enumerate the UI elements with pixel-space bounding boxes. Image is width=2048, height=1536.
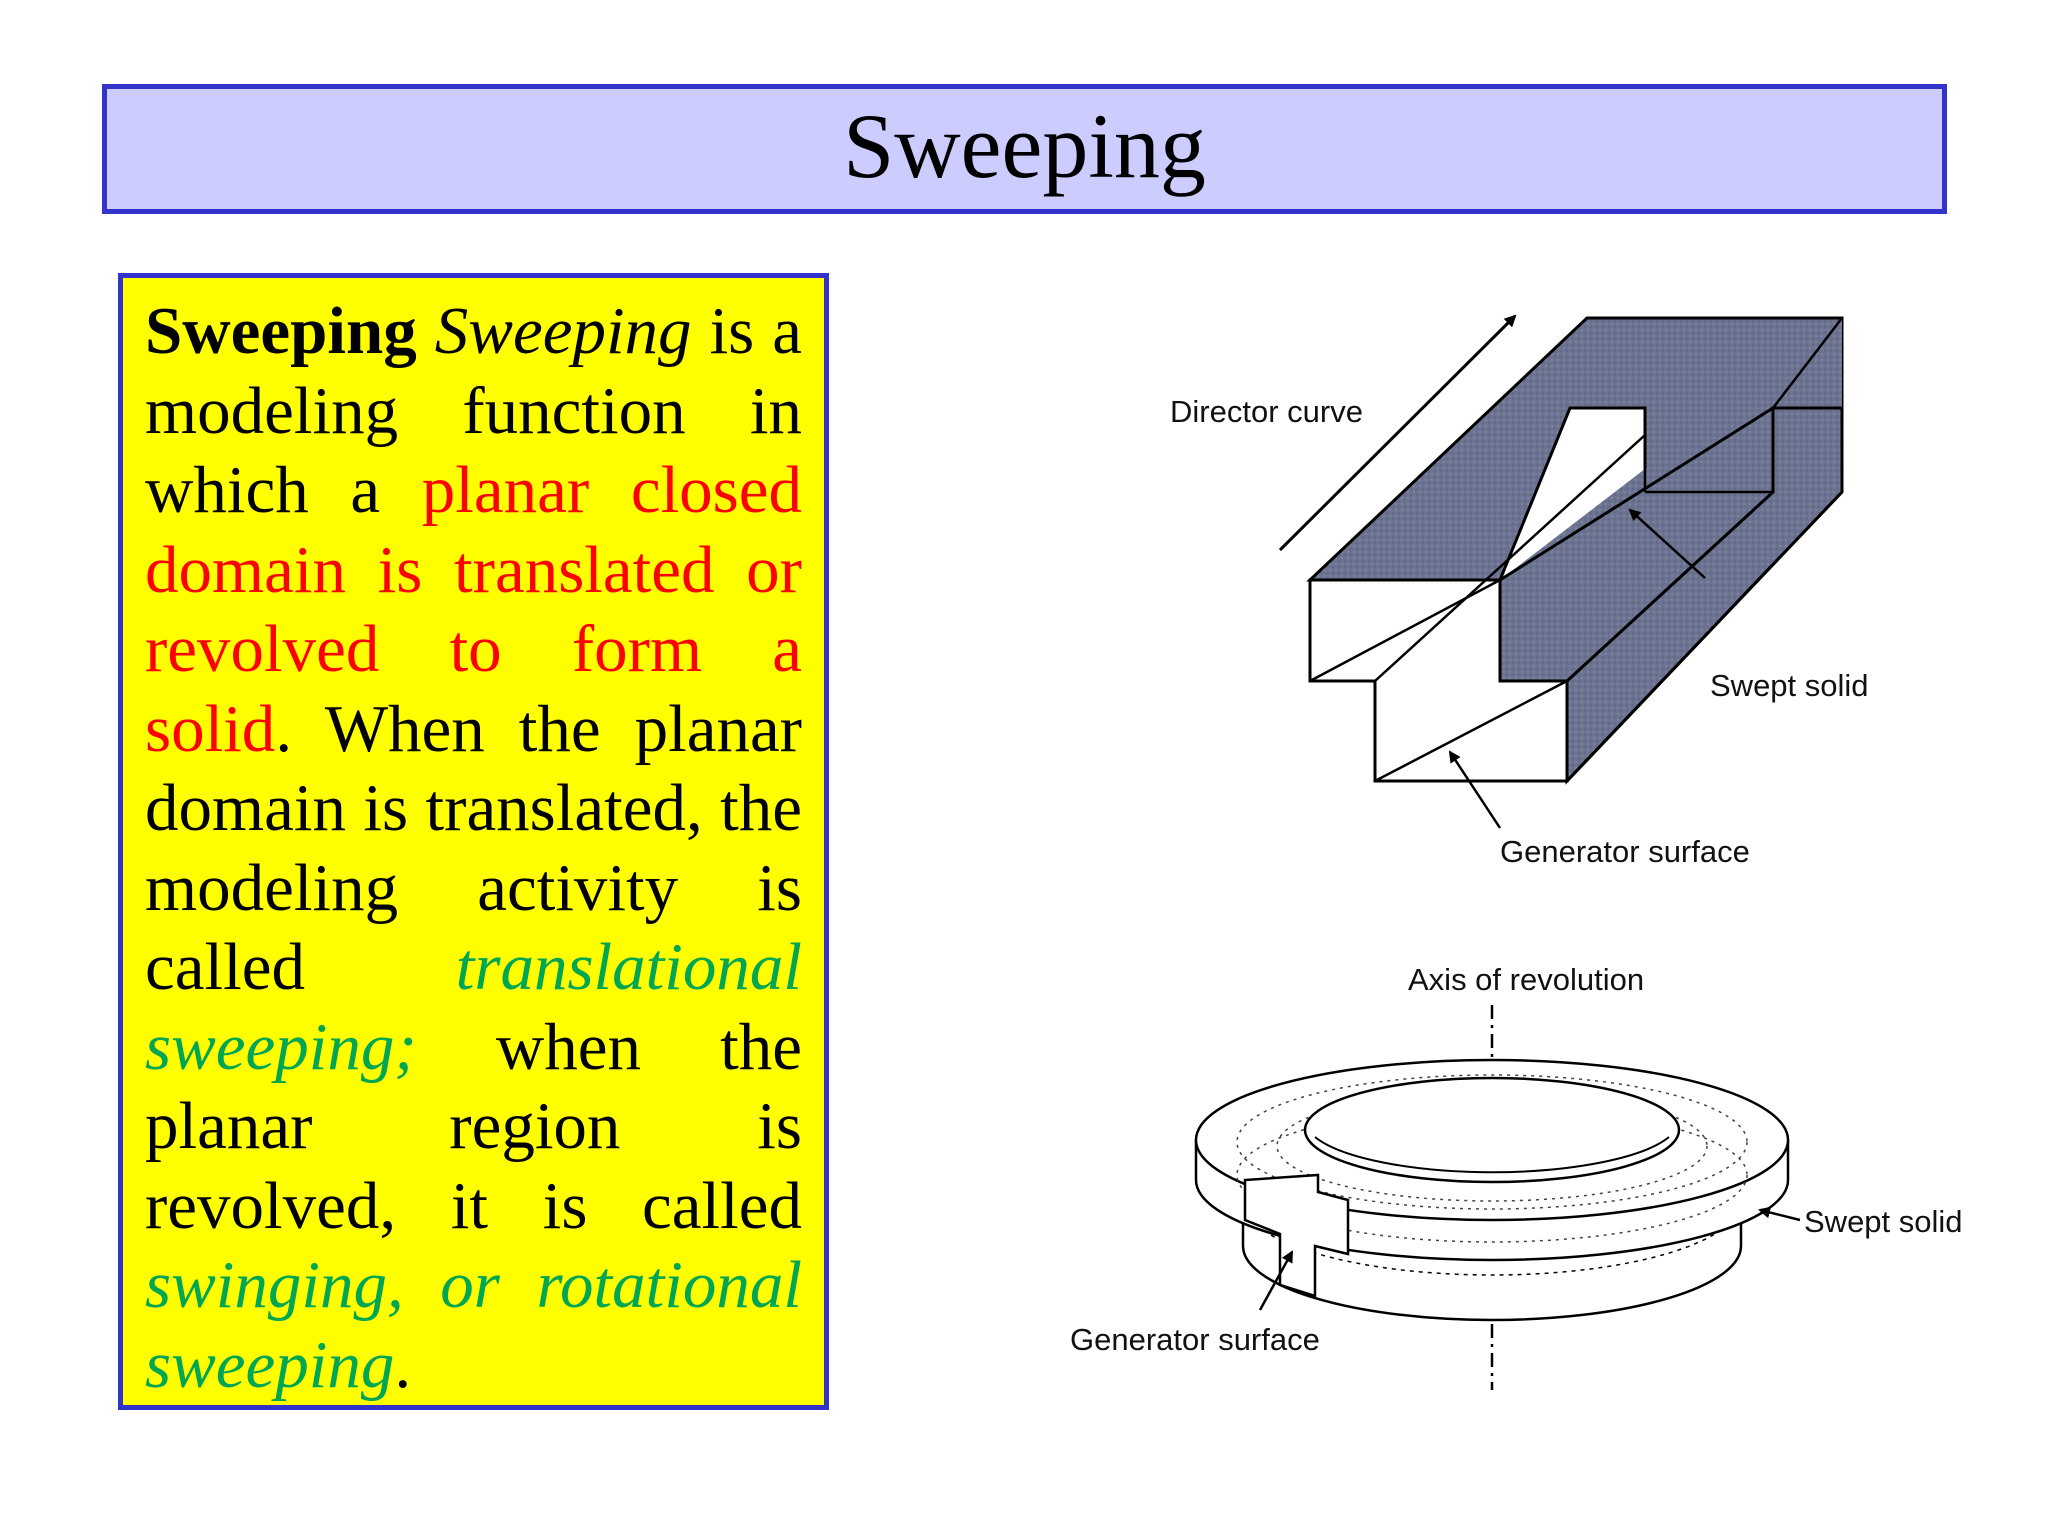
label-axis-of-revolution: Axis of revolution bbox=[1408, 962, 1644, 997]
term-italic: Sweeping bbox=[434, 294, 692, 368]
highlight-translational-sweeping: translational sweeping; bbox=[145, 930, 802, 1084]
definition-part-1: is a modeling function in which a bbox=[145, 294, 802, 527]
title-bar: Sweeping bbox=[102, 84, 1947, 214]
definition-box: Sweeping Sweeping is a modeling function… bbox=[118, 273, 829, 1410]
highlight-red-phrase: planar closed domain is translated or re… bbox=[145, 453, 802, 766]
label-swept-solid-top: Swept solid bbox=[1710, 668, 1869, 703]
label-director-curve: Director curve bbox=[1170, 394, 1363, 429]
director-curve-arrow bbox=[1278, 314, 1517, 552]
label-swept-solid-bottom: Swept solid bbox=[1804, 1204, 1963, 1239]
term-bold: Sweeping bbox=[145, 294, 417, 368]
sweeping-figure: Director curve Swept solid Generator sur… bbox=[1070, 314, 1963, 1390]
rotational-sweep-diagram: Axis of revolution Swept solid Generator… bbox=[1070, 962, 1963, 1390]
generator-surface-profile bbox=[1243, 1173, 1350, 1298]
definition-part-4: . bbox=[394, 1327, 412, 1402]
label-generator-surface-bottom: Generator surface bbox=[1070, 1322, 1320, 1357]
slide-title: Sweeping bbox=[843, 95, 1206, 197]
definition-part-3: when the planar region is revolved, it i… bbox=[145, 1009, 802, 1243]
label-generator-surface-top: Generator surface bbox=[1500, 834, 1750, 869]
definition-part-2: . When the planar domain is translated, … bbox=[145, 691, 802, 1005]
highlight-rotational-sweeping: swinging, or rotational sweeping bbox=[145, 1248, 802, 1402]
definition-text: Sweeping Sweeping is a modeling function… bbox=[145, 292, 802, 1405]
inner-hole bbox=[1303, 1076, 1681, 1184]
translational-sweep-diagram: Director curve Swept solid Generator sur… bbox=[1170, 314, 1869, 869]
